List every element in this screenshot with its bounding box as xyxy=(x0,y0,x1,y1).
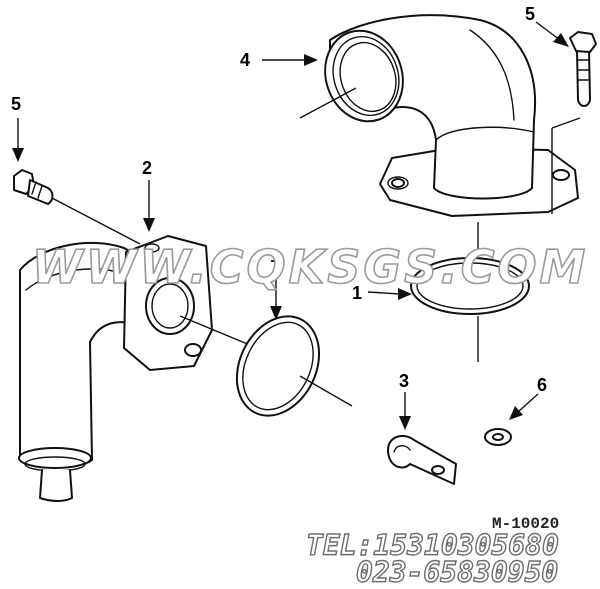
callout-6: 6 xyxy=(537,375,547,395)
o-ring-right xyxy=(410,222,530,362)
drawing-reference-code: M-10020 xyxy=(492,515,559,533)
watermark-telephone: TEL:15310305680 xyxy=(306,529,559,562)
elbow-with-flange xyxy=(299,14,579,217)
p-clamp xyxy=(387,434,457,485)
bolt-right xyxy=(551,31,597,214)
callout-2: 2 xyxy=(142,158,152,178)
watermark-phone: 023-65830950 xyxy=(356,556,558,589)
callout-arrows xyxy=(12,21,569,430)
callout-5-right: 5 xyxy=(525,4,535,24)
washer xyxy=(484,428,512,446)
callout-4: 4 xyxy=(240,50,250,70)
callout-1-right: 1 xyxy=(352,283,362,303)
callout-3: 3 xyxy=(399,371,409,391)
o-ring-left xyxy=(235,315,353,417)
outlet-pipe-with-flange xyxy=(18,235,263,502)
callout-5-left: 5 xyxy=(11,94,21,114)
bolt-left xyxy=(13,169,141,245)
callout-1-middle: 1 xyxy=(270,246,280,266)
watermark-website: WWW.CQKSGS.COM xyxy=(32,240,588,294)
